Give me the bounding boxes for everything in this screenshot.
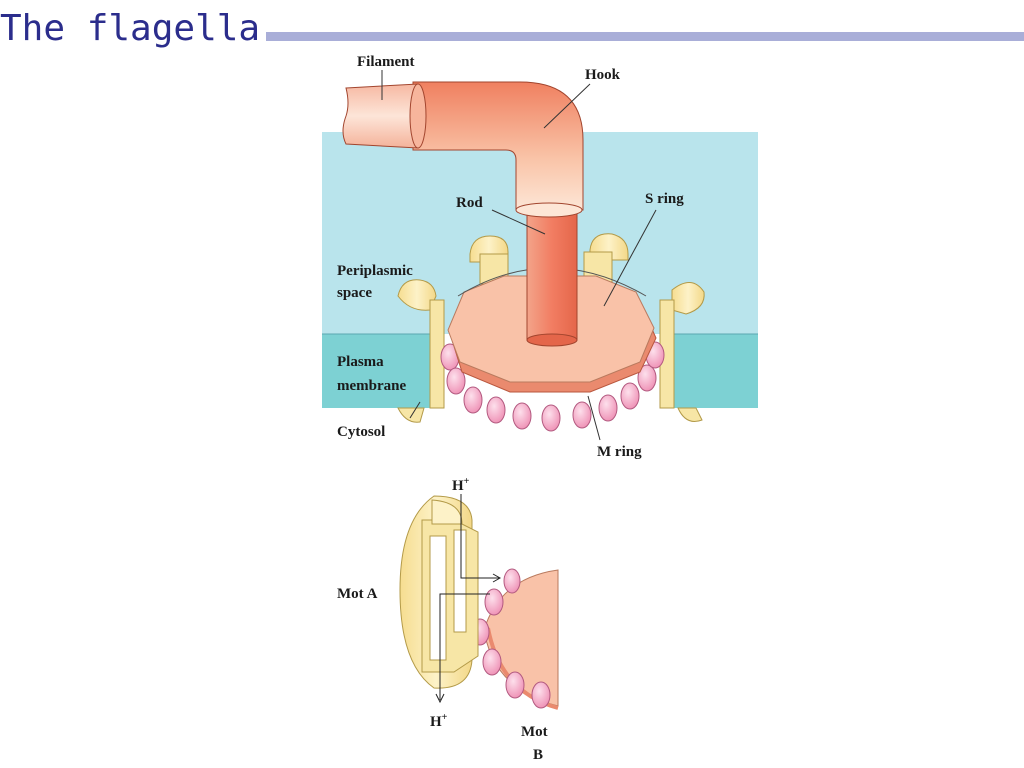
- label-periplasmic: Periplasmic: [337, 263, 413, 279]
- title-rule: [0, 32, 1024, 41]
- label-plasma: Plasma: [337, 354, 384, 370]
- plasma-membrane-right: [667, 334, 758, 408]
- m-ring-beads: [440, 341, 665, 432]
- label-filament: Filament: [357, 54, 415, 70]
- label-hook: Hook: [585, 67, 621, 83]
- label-rod: Rod: [456, 195, 483, 211]
- label-cytosol: Cytosol: [337, 424, 385, 440]
- label-mot-a: Mot A: [337, 586, 378, 602]
- filament: [342, 83, 419, 149]
- label-m-ring: M ring: [597, 444, 642, 460]
- label-mot-b-line2: B: [533, 747, 543, 763]
- slide-title: The flagella: [0, 6, 267, 52]
- label-s-ring: S ring: [645, 191, 684, 207]
- label-h-plus-top: H+: [452, 476, 470, 494]
- label-h-plus-bottom: H+: [430, 712, 448, 730]
- label-membrane: membrane: [337, 378, 406, 394]
- plasma-membrane-left: [322, 334, 435, 408]
- hook: [412, 81, 584, 211]
- label-space: space: [337, 285, 372, 301]
- label-mot-b-line1: Mot: [521, 724, 548, 740]
- mot-detail-inset: H+ H+ Mot A Mot B: [337, 476, 559, 763]
- rod: [526, 209, 578, 341]
